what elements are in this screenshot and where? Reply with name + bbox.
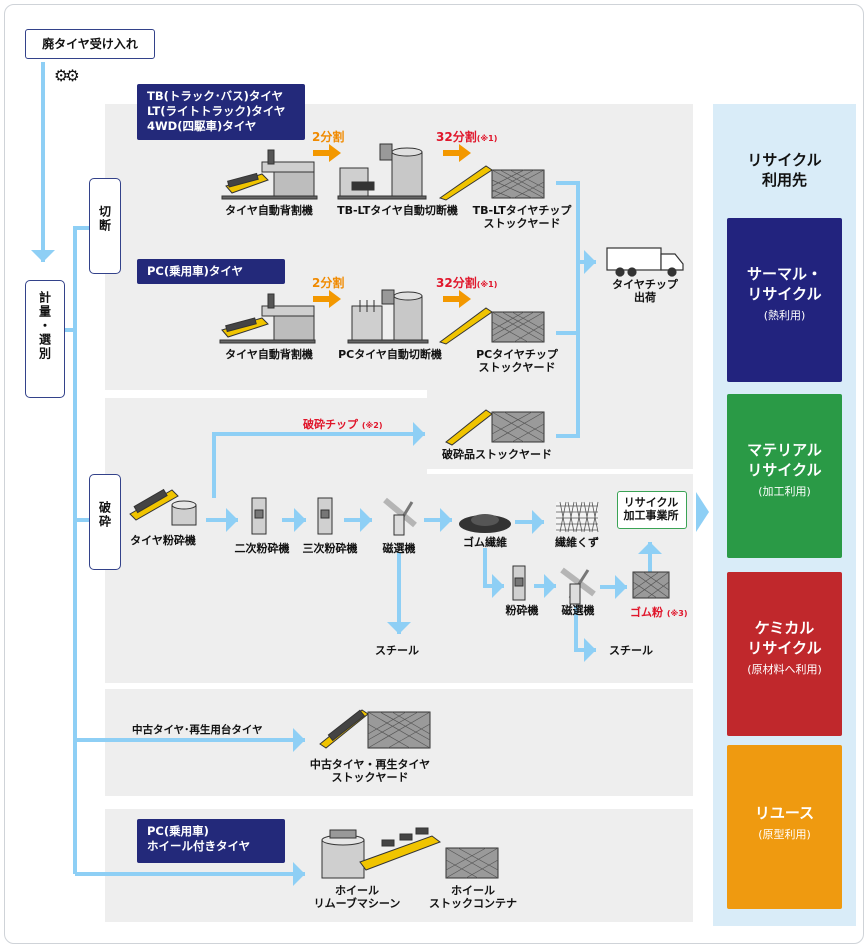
magnetic-separator-icon (383, 497, 417, 536)
truck-icon (606, 247, 684, 277)
reuse-sub: (原型利用) (758, 828, 811, 841)
merge-chip-lines (556, 181, 580, 438)
tb-lt-chip-yard-icon (438, 165, 545, 201)
arrow-split2-pc (313, 290, 341, 308)
steel-label-1: スチール (375, 644, 419, 657)
rubber-powder-label: ゴム粉 (※3) (630, 606, 688, 619)
trunk-line (65, 226, 98, 332)
material-recycle-title: マテリアル リサイクル (747, 441, 822, 479)
tertiary-crusher-icon (317, 497, 333, 535)
used-tire-route-label: 中古タイヤ･再生用台タイヤ (132, 724, 263, 736)
wheel-tire-group: PC(乗用車) ホイール付きタイヤ (137, 819, 285, 863)
tire-crusher-icon (129, 488, 197, 526)
crushed-yard-label: 破砕品ストックヤード (442, 448, 552, 461)
tb-chip-yard-label: TB-LTタイヤチップ ストックヤード (472, 204, 572, 230)
pc-chip-yard-icon (438, 307, 545, 345)
fiber-waste-icon (556, 501, 599, 533)
used-tire-yard-icon (319, 709, 431, 749)
secondary-crusher-icon (251, 497, 267, 535)
cutting-label: 切断 (97, 205, 112, 233)
tb-lt-cutter-icon (337, 143, 427, 200)
wheel-remover-label: ホイール リムーブマシーン (313, 884, 401, 910)
thermal-recycle-box: サーマル・ リサイクル (熱利用) (727, 218, 842, 382)
pc-cutter-icon (347, 289, 429, 344)
chemical-recycle-sub: (原材料へ利用) (747, 663, 822, 676)
pulverizer-icon (512, 565, 526, 601)
crushed-chip-label: 破砕チップ (※2) (303, 418, 383, 431)
arrow-split32-tb (443, 144, 471, 162)
magnetic-separator-label: 磁選機 (382, 542, 416, 555)
chevron-to-destinations (696, 492, 709, 532)
tire-splitter-icon-pc (219, 293, 316, 344)
reuse-box: リユース (原型利用) (727, 745, 842, 909)
rubber-fiber-icon (459, 514, 511, 533)
rubber-powder-icon (632, 571, 670, 599)
tire-crusher-label: タイヤ粉砕機 (130, 534, 196, 547)
crushing-label: 破砕 (97, 501, 112, 529)
fiber-waste-label: 繊維くず (555, 536, 599, 549)
wheel-remover-icon (321, 827, 442, 879)
arrow-split2-tb (313, 144, 341, 162)
intake-box (25, 29, 155, 59)
pc-cutter-label: PCタイヤ自動切断機 (338, 348, 442, 361)
material-recycle-box: マテリアル リサイクル (加工利用) (727, 394, 842, 558)
tb-cutter-label: TB-LTタイヤ自動切断機 (337, 204, 458, 217)
chemical-recycle-title: ケミカル リサイクル (747, 619, 822, 657)
tb-tire-group: TB(トラック･バス)タイヤ LT(ライトトラック)タイヤ 4WD(四駆車)タイ… (137, 84, 305, 140)
chemical-recycle-box: ケミカル リサイクル (原材料へ利用) (727, 572, 842, 736)
magnetic-separator-2-icon (560, 567, 596, 605)
rubber-fiber-label: ゴム繊維 (463, 536, 507, 549)
crushed-yard-icon (445, 409, 545, 446)
wheel-container-icon (445, 847, 499, 879)
crushing-panel-upper (105, 398, 427, 683)
recycle-partner-box (617, 491, 687, 529)
sorting-label: 計量・選別 (37, 291, 52, 361)
tertiary-crusher-label: 三次粉砕機 (302, 542, 358, 555)
tire-splitter-icon-tb (221, 149, 318, 200)
sorting-box: 計量・選別 (25, 280, 65, 398)
reuse-title: リユース (754, 804, 815, 822)
pc-splitter-label: タイヤ自動背割機 (225, 348, 313, 361)
used-tire-yard-label: 中古タイヤ・再生タイヤ ストックヤード (309, 758, 431, 784)
gears-icon: ⚙⚙ (54, 66, 80, 85)
pc-chip-yard-label: PCタイヤチップ ストックヤード (476, 348, 558, 374)
thermal-recycle-title: サーマル・ リサイクル (746, 265, 822, 303)
arrow-split32-pc (443, 290, 471, 308)
split32-pc-label: 32分割(※1) (436, 276, 498, 290)
steel-label-2: スチール (609, 644, 653, 657)
pulverizer-label: 粉砕機 (505, 604, 539, 617)
wheel-container-label: ホイール ストックコンテナ (429, 884, 517, 910)
shipment-label: タイヤチップ 出荷 (612, 278, 678, 304)
magnetic-separator-2-label: 磁選機 (561, 604, 595, 617)
recycle-partner-label: リサイクル 加工事業所 (623, 496, 679, 522)
thermal-recycle-sub: (熱利用) (763, 309, 806, 322)
split32-tb-label: 32分割(※1) (436, 130, 498, 144)
split2-tb-label: 2分割 (312, 130, 345, 144)
arrow-crushed-chip (212, 422, 425, 498)
pc-tire-group: PC(乗用車)タイヤ (137, 259, 285, 284)
cutting-box: 切断 (89, 178, 121, 274)
tb-splitter-label: タイヤ自動背割機 (225, 204, 313, 217)
material-recycle-sub: (加工利用) (758, 485, 811, 498)
intake-label: 廃タイヤ受け入れ (42, 37, 138, 51)
split2-pc-label: 2分割 (312, 276, 345, 290)
secondary-crusher-label: 二次粉砕機 (234, 542, 290, 555)
crushing-box: 破砕 (89, 474, 121, 570)
destinations-title: リサイクル 利用先 (747, 151, 822, 189)
